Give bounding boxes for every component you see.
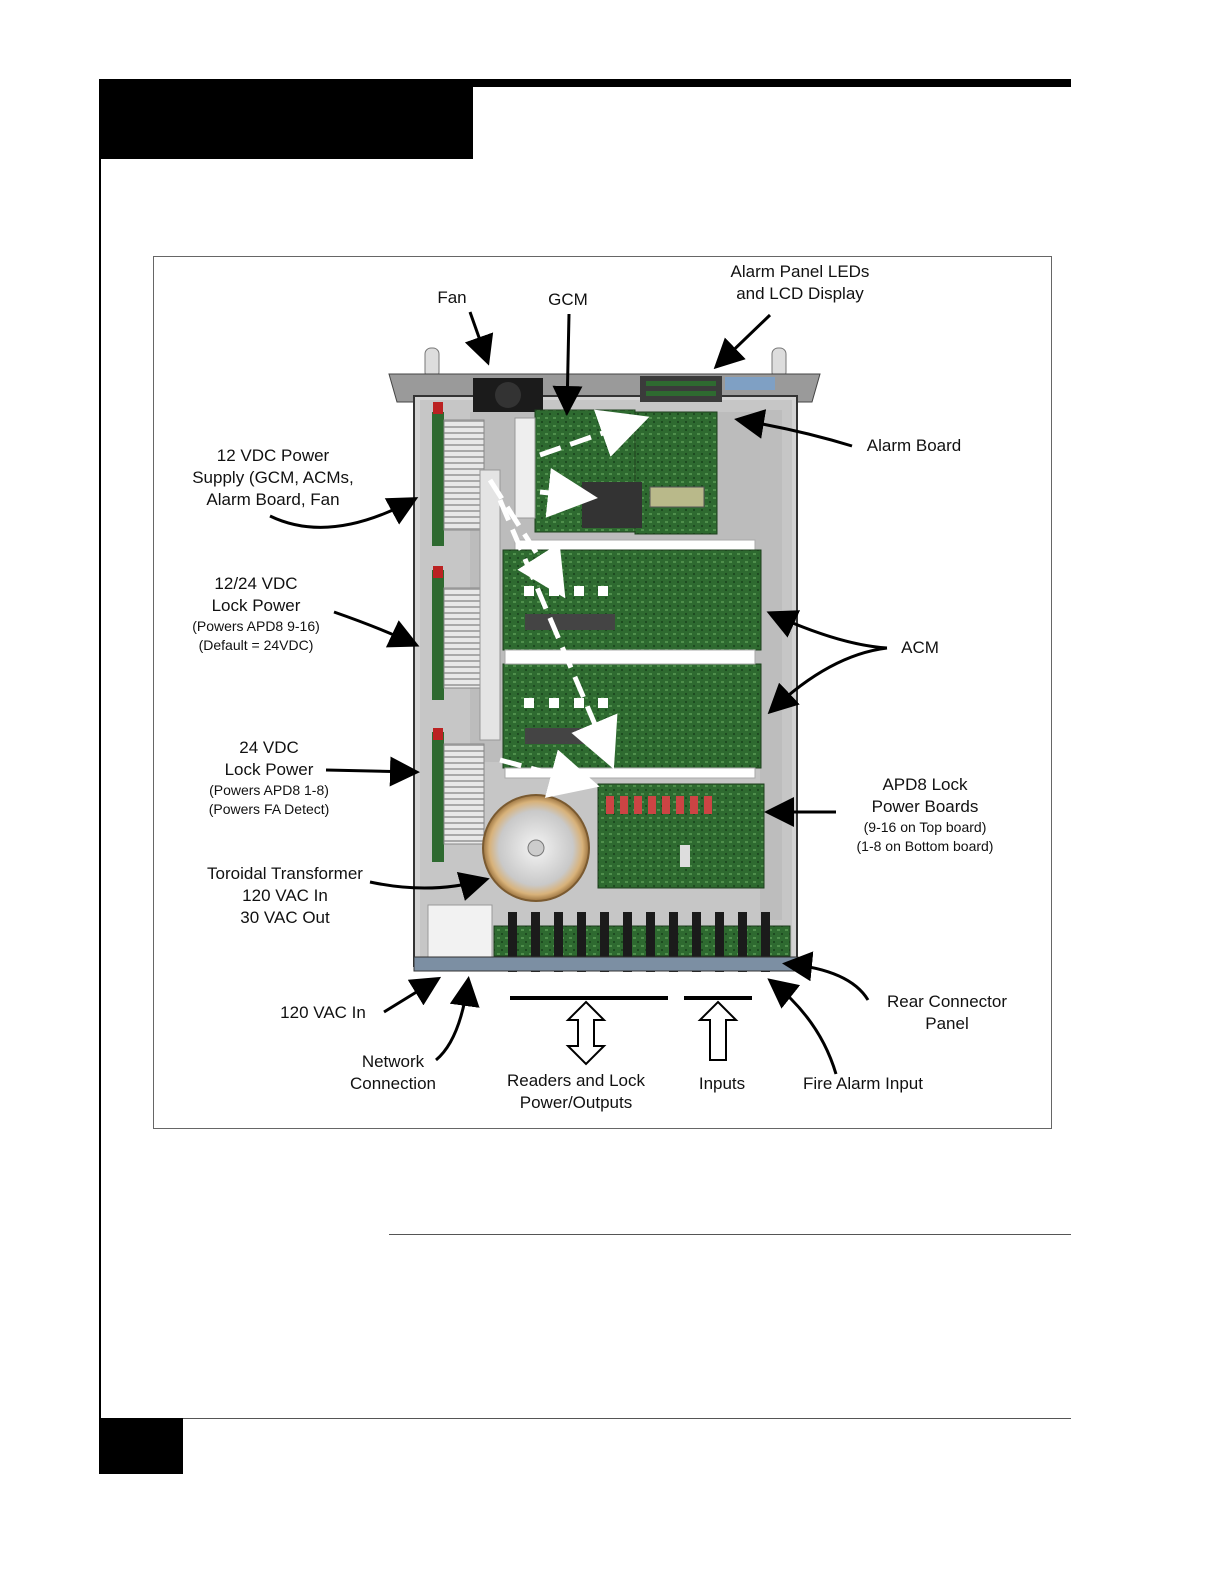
- label-alarm-leds-line1: Alarm Panel LEDs: [730, 262, 870, 281]
- label-toroid-line1: Toroidal Transformer: [207, 864, 363, 883]
- header-block: [100, 87, 473, 159]
- page-top-rule: [100, 79, 1071, 87]
- label-toroid-line3: 30 VAC Out: [240, 908, 330, 927]
- label-lock1224-line1: 12/24 VDC: [214, 574, 298, 593]
- label-lock1224-line3: (Powers APD8 9-16): [192, 618, 320, 634]
- label-gcm: GCM: [548, 290, 588, 309]
- label-rear-connector-panel: Rear Connector Panel: [872, 991, 1022, 1035]
- power-inlet-block: [427, 904, 493, 958]
- label-network-connection: Network Connection: [338, 1051, 448, 1095]
- alarm-led-strip: [640, 376, 775, 402]
- label-apd8-line3: (9-16 on Top board): [863, 819, 987, 835]
- label-readers-line1: Readers and Lock: [507, 1071, 645, 1090]
- label-apd8-line1: APD8 Lock: [882, 775, 968, 794]
- rear-connector-panel: [413, 912, 799, 972]
- label-apd8-line2: Power Boards: [871, 797, 979, 816]
- label-alarm-panel-leds: Alarm Panel LEDs and LCD Display: [700, 261, 900, 305]
- label-acm: ACM: [901, 638, 939, 657]
- label-lock24-line3: (Powers APD8 1-8): [209, 782, 329, 798]
- label-rear-panel-line2: Panel: [925, 1014, 969, 1033]
- label-lock1224-line4: (Default = 24VDC): [198, 637, 314, 653]
- label-toroid-line2: 120 VAC In: [242, 886, 328, 905]
- label-fire-alarm-input: Fire Alarm Input: [803, 1074, 923, 1093]
- label-readers-lock-power: Readers and Lock Power/Outputs: [496, 1070, 656, 1114]
- inputs-bracket: [684, 996, 752, 1061]
- fan-unit: [473, 378, 543, 412]
- psu-12-24vdc: [432, 566, 485, 700]
- footer-block: [99, 1418, 183, 1474]
- label-psu12-line2: Supply (GCM, ACMs,: [192, 468, 354, 487]
- label-apd8-line4: (1-8 on Bottom board): [856, 838, 994, 854]
- label-alarm-board: Alarm Board: [866, 436, 962, 455]
- label-alarm-leds-line2: and LCD Display: [736, 284, 864, 303]
- label-network-line1: Network: [361, 1052, 425, 1071]
- label-lock-power-24: 24 VDC Lock Power (Powers APD8 1-8) (Pow…: [190, 737, 348, 819]
- label-120vac-in: 120 VAC In: [280, 1003, 366, 1022]
- label-psu12-line1: 12 VDC Power: [216, 446, 330, 465]
- label-lock1224-line2: Lock Power: [211, 596, 301, 615]
- label-toroidal-transformer: Toroidal Transformer 120 VAC In 30 VAC O…: [190, 863, 380, 929]
- acm-board-bottom: [502, 663, 762, 769]
- label-apd8: APD8 Lock Power Boards (9-16 on Top boar…: [840, 774, 1010, 856]
- label-lock-power-12-24: 12/24 VDC Lock Power (Powers APD8 9-16) …: [176, 573, 336, 655]
- psu-12vdc: [432, 402, 485, 546]
- label-readers-line2: Power/Outputs: [519, 1093, 633, 1112]
- toroidal-transformer: [482, 794, 590, 902]
- footer-rule: [100, 1418, 1071, 1419]
- label-network-line2: Connection: [349, 1074, 436, 1093]
- label-psu12-line3: Alarm Board, Fan: [206, 490, 340, 509]
- readers-bracket: [510, 996, 668, 1066]
- section-divider: [389, 1234, 1071, 1235]
- figure-frame: [153, 256, 1052, 1129]
- callout-arrows: [269, 311, 888, 1075]
- alarm-board: [634, 411, 718, 535]
- label-inputs: Inputs: [698, 1074, 746, 1093]
- label-lock24-line2: Lock Power: [224, 760, 314, 779]
- label-psu-12vdc: 12 VDC Power Supply (GCM, ACMs, Alarm Bo…: [176, 445, 370, 511]
- label-lock24-line4: (Powers FA Detect): [208, 801, 330, 817]
- label-rear-panel-line1: Rear Connector: [886, 992, 1007, 1011]
- psu-24vdc: [432, 728, 485, 862]
- label-fan: Fan: [437, 288, 467, 307]
- label-lock24-line1: 24 VDC: [239, 738, 299, 757]
- left-margin-rule: [99, 79, 101, 1474]
